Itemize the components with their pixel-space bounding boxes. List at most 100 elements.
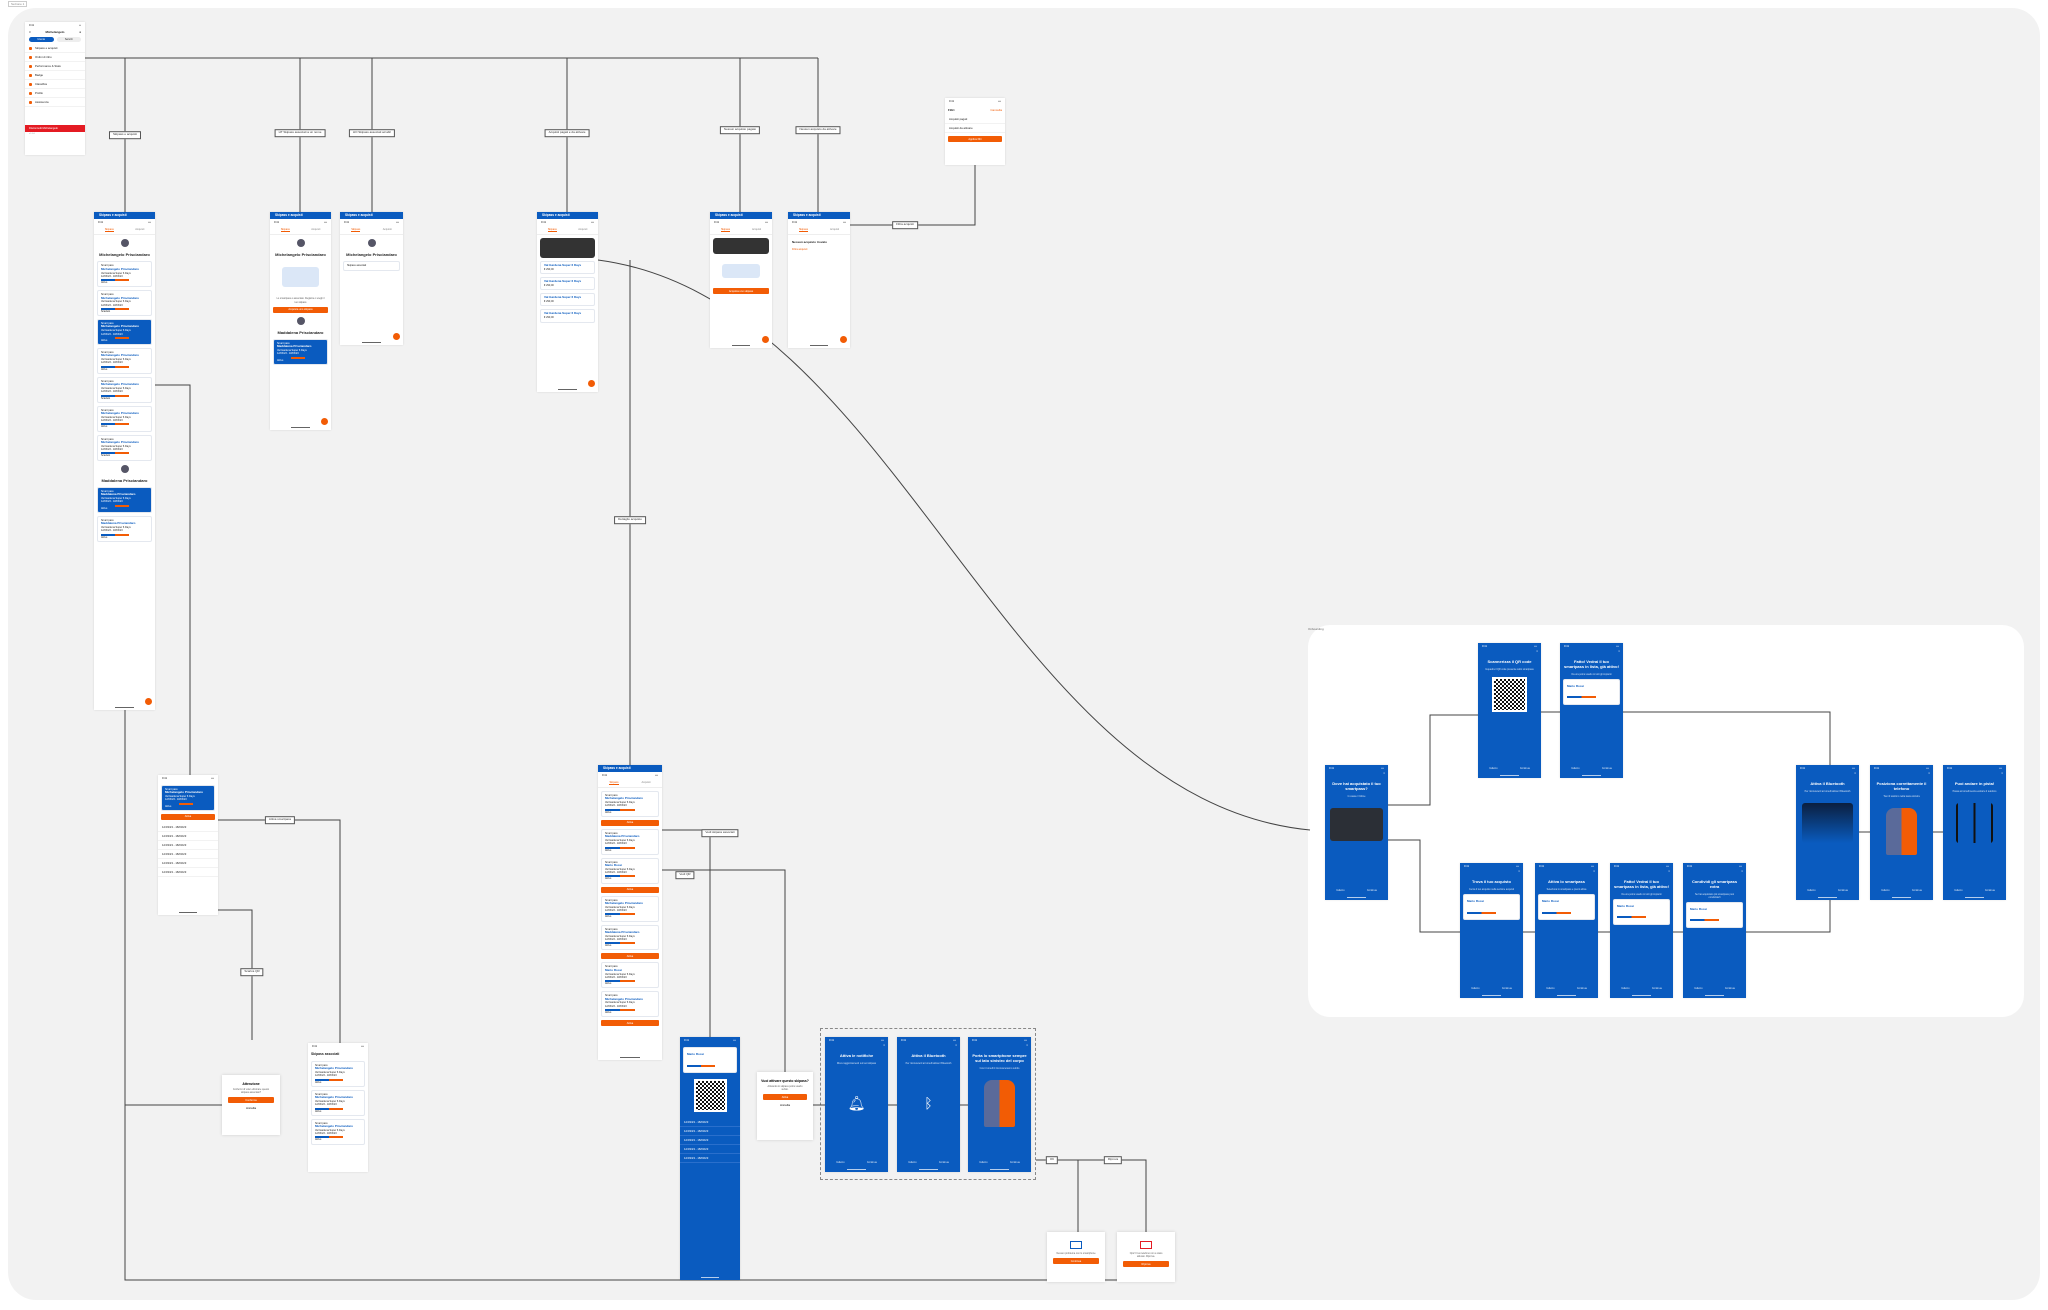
tab-skipass[interactable]: Skipass: [609, 781, 619, 785]
purchase-card[interactable]: Val Gardena Super 6 Days€ 290,00: [540, 261, 595, 275]
logout-button[interactable]: Disconnetti Michelangelo: [25, 125, 85, 132]
add-fab-button[interactable]: [145, 698, 152, 705]
tab-utente[interactable]: Utente: [29, 37, 54, 42]
filter-option-checkbox[interactable]: Acquisti pagati: [945, 115, 1005, 124]
tab-skipass[interactable]: Skipass: [720, 228, 731, 232]
close-icon[interactable]: ×: [1854, 771, 1856, 775]
alert-cancel-button[interactable]: Annulla: [245, 1106, 256, 1111]
back-button[interactable]: Indietro: [1471, 987, 1480, 990]
back-button[interactable]: Indietro: [1954, 889, 1963, 892]
continue-button[interactable]: Continua: [1911, 889, 1922, 892]
continue-button[interactable]: Continua: [1651, 987, 1662, 990]
avatar[interactable]: ●: [79, 30, 81, 34]
tab-acquisti[interactable]: Acquisti: [641, 781, 651, 784]
activate-button[interactable]: Attiva: [601, 1020, 659, 1027]
close-icon[interactable]: ×: [955, 1043, 957, 1047]
menu-item[interactable]: Profilo: [25, 89, 85, 98]
tab-acquisti[interactable]: Acquisti: [311, 228, 321, 231]
activate-button[interactable]: Attiva: [601, 819, 659, 826]
back-button[interactable]: Indietro: [908, 1161, 917, 1164]
purchase-card[interactable]: Val Gardena Super 6 Days€ 290,00: [540, 293, 595, 307]
alert-confirm-button[interactable]: Conferma: [228, 1097, 274, 1104]
continue-button[interactable]: Continua: [1366, 889, 1377, 892]
menu-item[interactable]: Badge: [25, 71, 85, 80]
continue-button[interactable]: Continua: [866, 1161, 877, 1164]
purchase-card[interactable]: Val Gardena Super 6 Days€ 290,00: [540, 309, 595, 323]
menu-item[interactable]: Performance & Stats: [25, 62, 85, 71]
add-fab-button[interactable]: [588, 380, 595, 387]
back-button[interactable]: Indietro: [1621, 987, 1630, 990]
menu-item[interactable]: Ordini di ritiro: [25, 53, 85, 62]
tab-skipass[interactable]: Skipass: [547, 228, 557, 232]
success-popup-button[interactable]: Continua: [1053, 1258, 1099, 1265]
menu-item[interactable]: Skipass e acquisti: [25, 44, 85, 53]
back-button[interactable]: Indietro: [836, 1161, 845, 1164]
menu-item[interactable]: Assistenza: [25, 98, 85, 107]
close-icon[interactable]: ×: [883, 1043, 885, 1047]
activate-button[interactable]: Attiva: [601, 953, 659, 960]
tab-acquisti[interactable]: Acquisti: [578, 228, 588, 231]
tab-acquisti[interactable]: Acquisti: [751, 228, 762, 231]
add-fab-button[interactable]: [321, 418, 328, 425]
close-icon[interactable]: ×: [1618, 649, 1620, 653]
tab-acquisti[interactable]: Acquisti: [382, 228, 392, 231]
close-icon[interactable]: ×: [1668, 869, 1670, 873]
filter-reset-link[interactable]: Cancella: [990, 108, 1002, 112]
filter-link[interactable]: Filtra acquisti: [792, 248, 808, 252]
back-button[interactable]: Indietro: [1881, 889, 1890, 892]
apply-filter-button[interactable]: Applica filtri: [948, 136, 1002, 142]
activate-confirm-button[interactable]: Attiva: [763, 1094, 807, 1101]
tab-acquisti[interactable]: Acquisti: [829, 228, 840, 231]
back-button[interactable]: Indietro: [979, 1161, 988, 1164]
continue-button[interactable]: Continua: [1501, 987, 1512, 990]
continue-button[interactable]: Continua: [938, 1161, 949, 1164]
continue-button[interactable]: Continua: [1601, 767, 1612, 770]
back-button[interactable]: Indietro: [1546, 987, 1555, 990]
continue-button[interactable]: Continua: [1724, 987, 1735, 990]
close-icon[interactable]: ×: [1741, 869, 1743, 873]
tab-acquisti[interactable]: Acquisti: [135, 228, 145, 231]
tab-skipass[interactable]: Skipass: [798, 228, 809, 232]
menu-item[interactable]: Classifica: [25, 80, 85, 89]
tab-skipass[interactable]: Skipass: [280, 228, 290, 232]
activate-cancel-button[interactable]: Annulla: [779, 1103, 790, 1108]
back-button[interactable]: Indietro: [1807, 889, 1816, 892]
close-icon[interactable]: ×: [1593, 869, 1595, 873]
error-popup-button[interactable]: Riprova: [1123, 1261, 1169, 1268]
buy-skipass-button[interactable]: Acquista uno skipass: [713, 288, 769, 294]
continue-button[interactable]: Continua: [1984, 889, 1995, 892]
close-icon[interactable]: ×: [1383, 771, 1385, 775]
back-button[interactable]: Indietro: [1336, 889, 1345, 892]
filter-option-checkbox[interactable]: Acquisti da attivare: [945, 124, 1005, 133]
buy-skipass-button[interactable]: Acquista uno skipass: [273, 306, 328, 313]
activate-button[interactable]: Attiva: [161, 813, 215, 820]
continue-button[interactable]: Continua: [1837, 889, 1848, 892]
back-button[interactable]: Indietro: [1489, 767, 1498, 770]
tab-skipass[interactable]: Skipass: [351, 228, 361, 232]
close-icon[interactable]: ×: [1928, 771, 1930, 775]
continue-button[interactable]: Continua: [1009, 1161, 1020, 1164]
back-button[interactable]: Indietro: [1694, 987, 1703, 990]
close-icon[interactable]: ×: [1518, 869, 1520, 873]
close-icon[interactable]: ×: [29, 30, 31, 34]
add-fab-button[interactable]: [393, 333, 400, 340]
close-icon[interactable]: ×: [2001, 771, 2003, 775]
